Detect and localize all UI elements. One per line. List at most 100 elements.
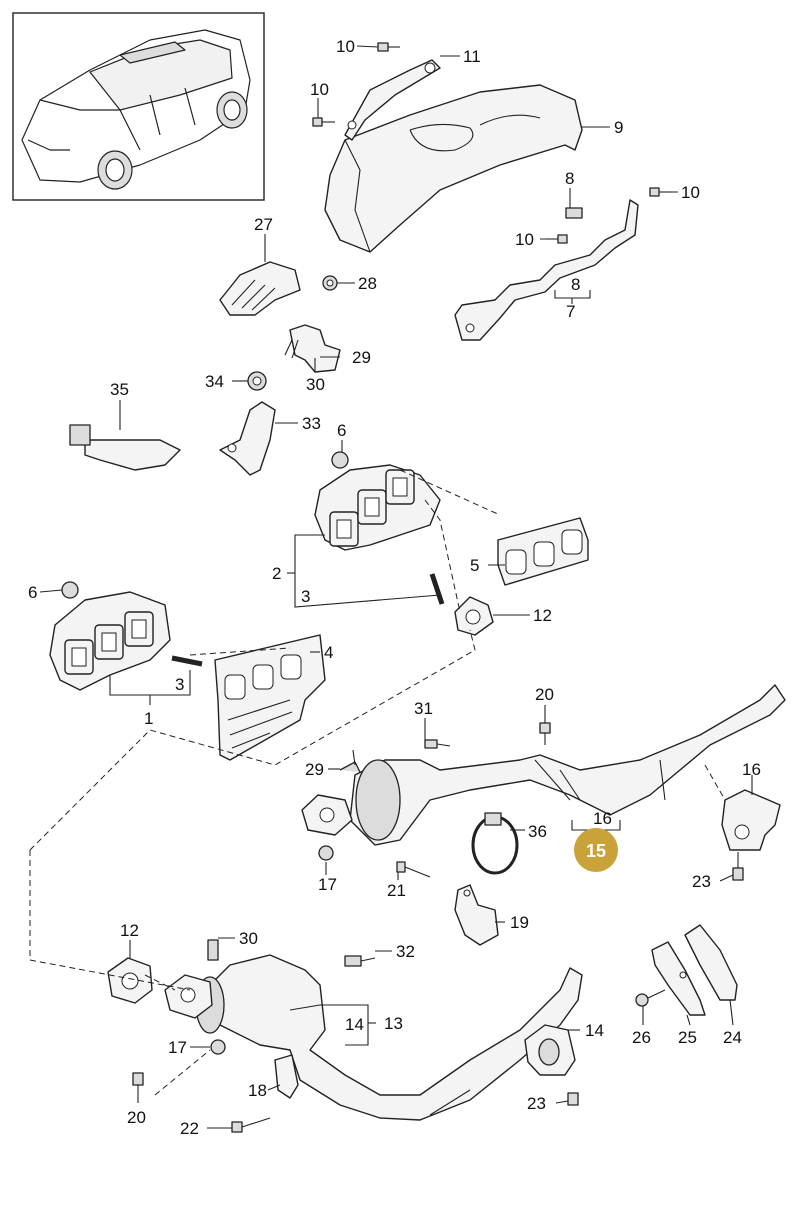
callout-16: 16 [593, 809, 612, 828]
sensor-bracket-27 [219, 261, 301, 316]
nut-6-left [61, 581, 79, 599]
bolt-23-right [732, 852, 744, 881]
callout-20: 20 [127, 1108, 146, 1127]
callout-27: 27 [254, 215, 273, 234]
left-exhaust-manifold [49, 591, 171, 691]
callout-7: 7 [566, 302, 575, 321]
callout-14: 14 [585, 1021, 604, 1040]
flange-left-cat [164, 974, 213, 1019]
heat-shield-part [324, 84, 583, 253]
callout-26: 26 [632, 1028, 651, 1047]
callout-2: 2 [272, 564, 281, 583]
callout-8: 8 [565, 169, 574, 188]
callout-16: 16 [742, 760, 761, 779]
highlight-badge-15[interactable]: 15 [574, 828, 618, 872]
clip-8 [565, 207, 583, 219]
callout-11: 11 [463, 47, 481, 66]
callout-28: 28 [358, 274, 377, 293]
bracket-18 [274, 1054, 299, 1099]
callout-3: 3 [301, 587, 310, 606]
callout-19: 19 [510, 913, 529, 932]
callout-18: 18 [248, 1081, 267, 1100]
callout-6: 6 [28, 583, 37, 602]
callout-10: 10 [310, 80, 329, 99]
sensor-30-left [207, 939, 219, 961]
bolt-21 [396, 861, 431, 878]
callout-14: 14 [345, 1015, 364, 1034]
nut-17-left [210, 1039, 226, 1055]
bolt-22 [231, 1117, 271, 1133]
callout-24: 24 [723, 1028, 742, 1047]
callout-4: 4 [324, 643, 333, 662]
callout-1: 1 [144, 709, 153, 728]
bolt-10-top [377, 42, 400, 52]
vehicle-thumbnail [12, 12, 265, 201]
clamp-36 [471, 812, 519, 875]
callout-32: 32 [396, 942, 415, 961]
flange-right-cat [301, 794, 353, 836]
mount-16 [721, 789, 781, 851]
callout-9: 9 [614, 118, 623, 137]
bolt-20-bottom [132, 1072, 144, 1086]
callout-30: 30 [239, 929, 258, 948]
leader-lines [39, 45, 753, 1129]
badge-number: 15 [586, 841, 606, 861]
gasket-4 [214, 634, 326, 761]
callout-3: 3 [175, 675, 184, 694]
callout-8: 8 [571, 275, 580, 294]
callout-29: 29 [352, 348, 371, 367]
callout-12: 12 [120, 921, 139, 940]
callout-13: 13 [384, 1014, 403, 1033]
connector-30 [284, 324, 341, 373]
callout-25: 25 [678, 1028, 697, 1047]
callout-29: 29 [305, 760, 324, 779]
vehicle-thumbnail-icon [21, 29, 251, 190]
callout-10: 10 [336, 37, 355, 56]
stud-3-right [429, 573, 445, 605]
heat-shield-25 [651, 941, 706, 1016]
callout-6: 6 [337, 421, 346, 440]
callout-10: 10 [681, 183, 700, 202]
callout-33: 33 [302, 414, 321, 433]
callout-23: 23 [692, 872, 711, 891]
callout-labels: 10 11 10 9 8 10 10 8 7 27 28 29 30 35 34… [28, 37, 761, 1138]
callout-20: 20 [535, 685, 554, 704]
stud-3-left [171, 655, 203, 667]
nut-34 [247, 371, 267, 391]
badge-circle [574, 828, 618, 872]
callout-17: 17 [318, 875, 337, 894]
callout-34: 34 [205, 372, 224, 391]
callout-17: 17 [168, 1038, 187, 1057]
right-exhaust-manifold [314, 464, 441, 551]
bolt-26 [635, 989, 666, 1007]
bracket-7-part [454, 199, 639, 341]
callout-31: 31 [414, 699, 433, 718]
callout-12: 12 [533, 606, 552, 625]
sensor-32 [344, 955, 376, 967]
sealant-tube-35 [69, 424, 181, 471]
gasket-5 [497, 517, 589, 586]
callout-30: 30 [306, 375, 325, 394]
bolt-20-top [539, 722, 551, 745]
callout-36: 36 [528, 822, 547, 841]
callout-21: 21 [387, 881, 406, 900]
callout-22: 22 [180, 1119, 199, 1138]
heat-shield-24 [684, 924, 738, 1001]
mount-14 [524, 1024, 576, 1076]
sensor-29 [339, 749, 361, 773]
nut-17-right [318, 845, 334, 861]
bolt-23-left [567, 1092, 579, 1106]
callout-23: 23 [527, 1094, 546, 1113]
callout-5: 5 [470, 556, 479, 575]
nut-28 [322, 275, 338, 291]
heat-shield-bracket-part [344, 59, 441, 141]
gasket-12-right [454, 596, 494, 636]
callout-10: 10 [515, 230, 534, 249]
bolt-10-left [312, 117, 335, 127]
bracket-19 [454, 884, 499, 946]
gasket-12-left [107, 957, 153, 1004]
bracket-33 [219, 401, 276, 476]
callout-35: 35 [110, 380, 129, 399]
dashed-guides [29, 469, 726, 1096]
